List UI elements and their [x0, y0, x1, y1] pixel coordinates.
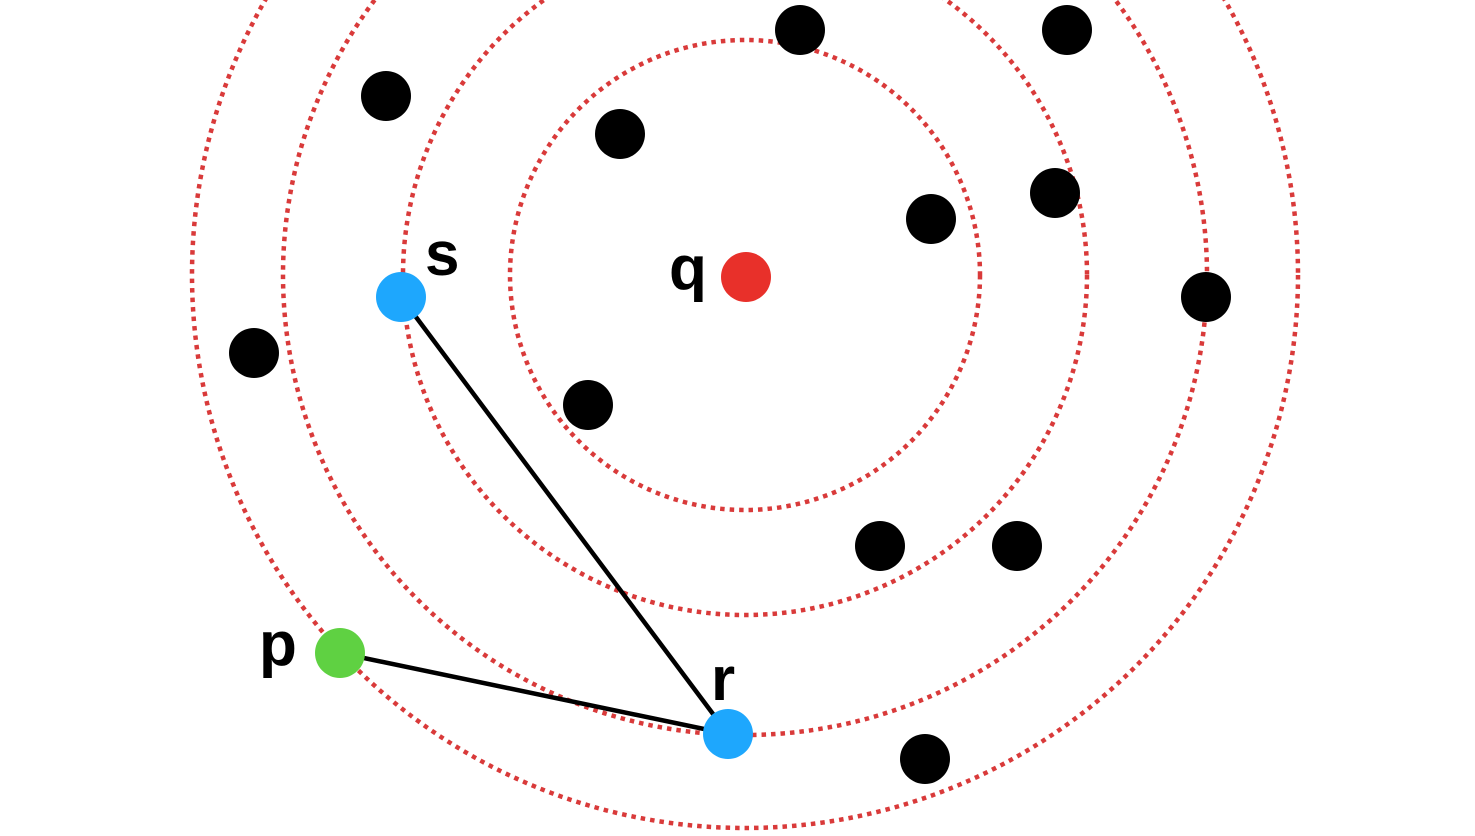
label-q: q	[669, 234, 707, 303]
point-q	[721, 252, 771, 302]
ring-4	[189, 0, 1301, 831]
point-r	[703, 709, 753, 759]
edge-s-r	[398, 294, 731, 737]
distance-rings	[189, 0, 1301, 831]
point-1	[775, 5, 825, 55]
point-11	[992, 521, 1042, 571]
point-labels: q s p r	[259, 220, 735, 714]
point-2	[1042, 5, 1092, 55]
points	[229, 5, 1231, 784]
point-9	[563, 380, 613, 430]
point-8	[229, 328, 279, 378]
label-r: r	[711, 645, 735, 714]
point-5	[906, 194, 956, 244]
ring-3	[280, 0, 1210, 738]
ring-2	[400, 0, 1090, 618]
connections	[337, 294, 731, 737]
point-12	[900, 734, 950, 784]
point-p	[315, 628, 365, 678]
label-s: s	[425, 220, 459, 289]
point-s	[376, 272, 426, 322]
point-10	[855, 521, 905, 571]
ring-1	[507, 37, 983, 513]
edge-p-r	[337, 650, 731, 737]
point-3	[361, 71, 411, 121]
point-4	[595, 109, 645, 159]
point-6	[1030, 168, 1080, 218]
point-7	[1181, 272, 1231, 322]
label-p: p	[259, 610, 297, 679]
